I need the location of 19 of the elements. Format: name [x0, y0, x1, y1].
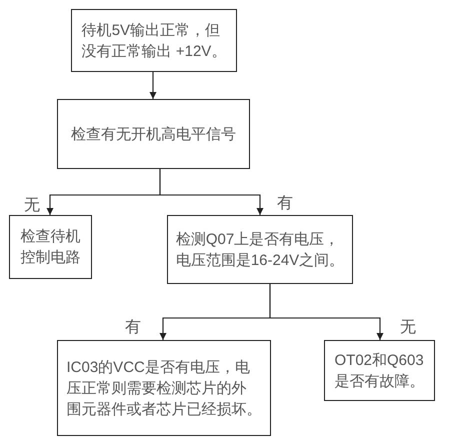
box-text: 待机5V输出正常，但没有正常输出 +12V。	[82, 20, 226, 62]
process-box	[57, 99, 250, 169]
box-text: IC03的VCC是否有电压，电压正常则需要检测芯片的外围元器件或者芯片已经损坏。	[66, 358, 262, 420]
arrow	[159, 169, 264, 215]
box-text: 检查有无开机高电平信号	[71, 124, 236, 144]
edge-label: 无	[24, 196, 40, 214]
edge-label: 无	[400, 318, 416, 336]
box-text: 检查待机控制电路	[20, 227, 80, 268]
box-text: 检测Q07上是否有电压，电压范围是16-24V之间。	[176, 230, 344, 270]
edge-label: 有	[125, 318, 141, 336]
arrow	[150, 72, 156, 99]
process-box	[167, 215, 353, 284]
edge-label: 有	[277, 194, 293, 212]
process-box	[9, 215, 92, 279]
box-text: OT02和Q603是否有故障。	[334, 350, 424, 392]
process-box	[71, 9, 237, 72]
process-box	[324, 340, 435, 401]
process-box	[57, 340, 271, 436]
arrow	[269, 284, 384, 340]
